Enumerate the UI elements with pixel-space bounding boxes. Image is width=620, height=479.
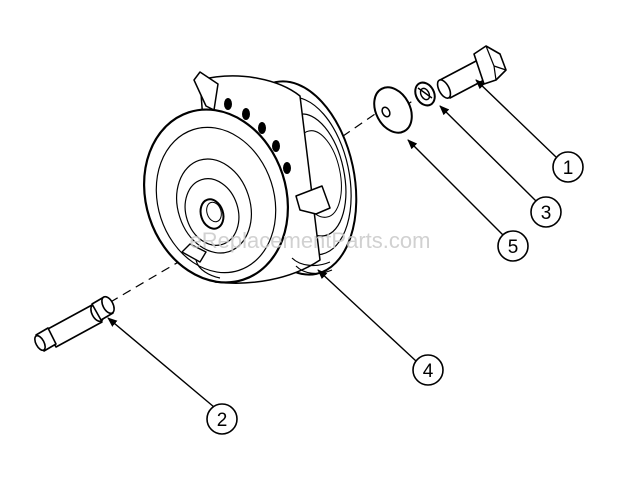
callout-1[interactable]: 1 [552,151,584,183]
callout-1-label: 1 [563,158,574,179]
leader-line-5 [407,139,505,237]
leader-line-4 [317,269,417,362]
lock-washer-part [414,81,436,107]
leader-line-3 [439,105,537,202]
callout-3[interactable]: 3 [530,196,562,228]
leader-lines [107,79,557,408]
electric-clutch-part [142,71,358,284]
callout-5[interactable]: 5 [497,230,529,262]
leader-line-1 [475,79,557,158]
callout-5-label: 5 [508,237,519,258]
watermark-text: eReplacementParts.com [190,228,431,253]
callout-2[interactable]: 2 [206,403,238,435]
flat-washer-part [373,86,413,134]
callout-4[interactable]: 4 [412,354,444,386]
callout-4-label: 4 [423,361,434,382]
spacer-pin-part [34,295,115,352]
callout-3-label: 3 [541,203,552,224]
bolt-part [436,45,507,99]
callout-2-label: 2 [217,410,228,431]
leader-line-2 [107,317,215,408]
